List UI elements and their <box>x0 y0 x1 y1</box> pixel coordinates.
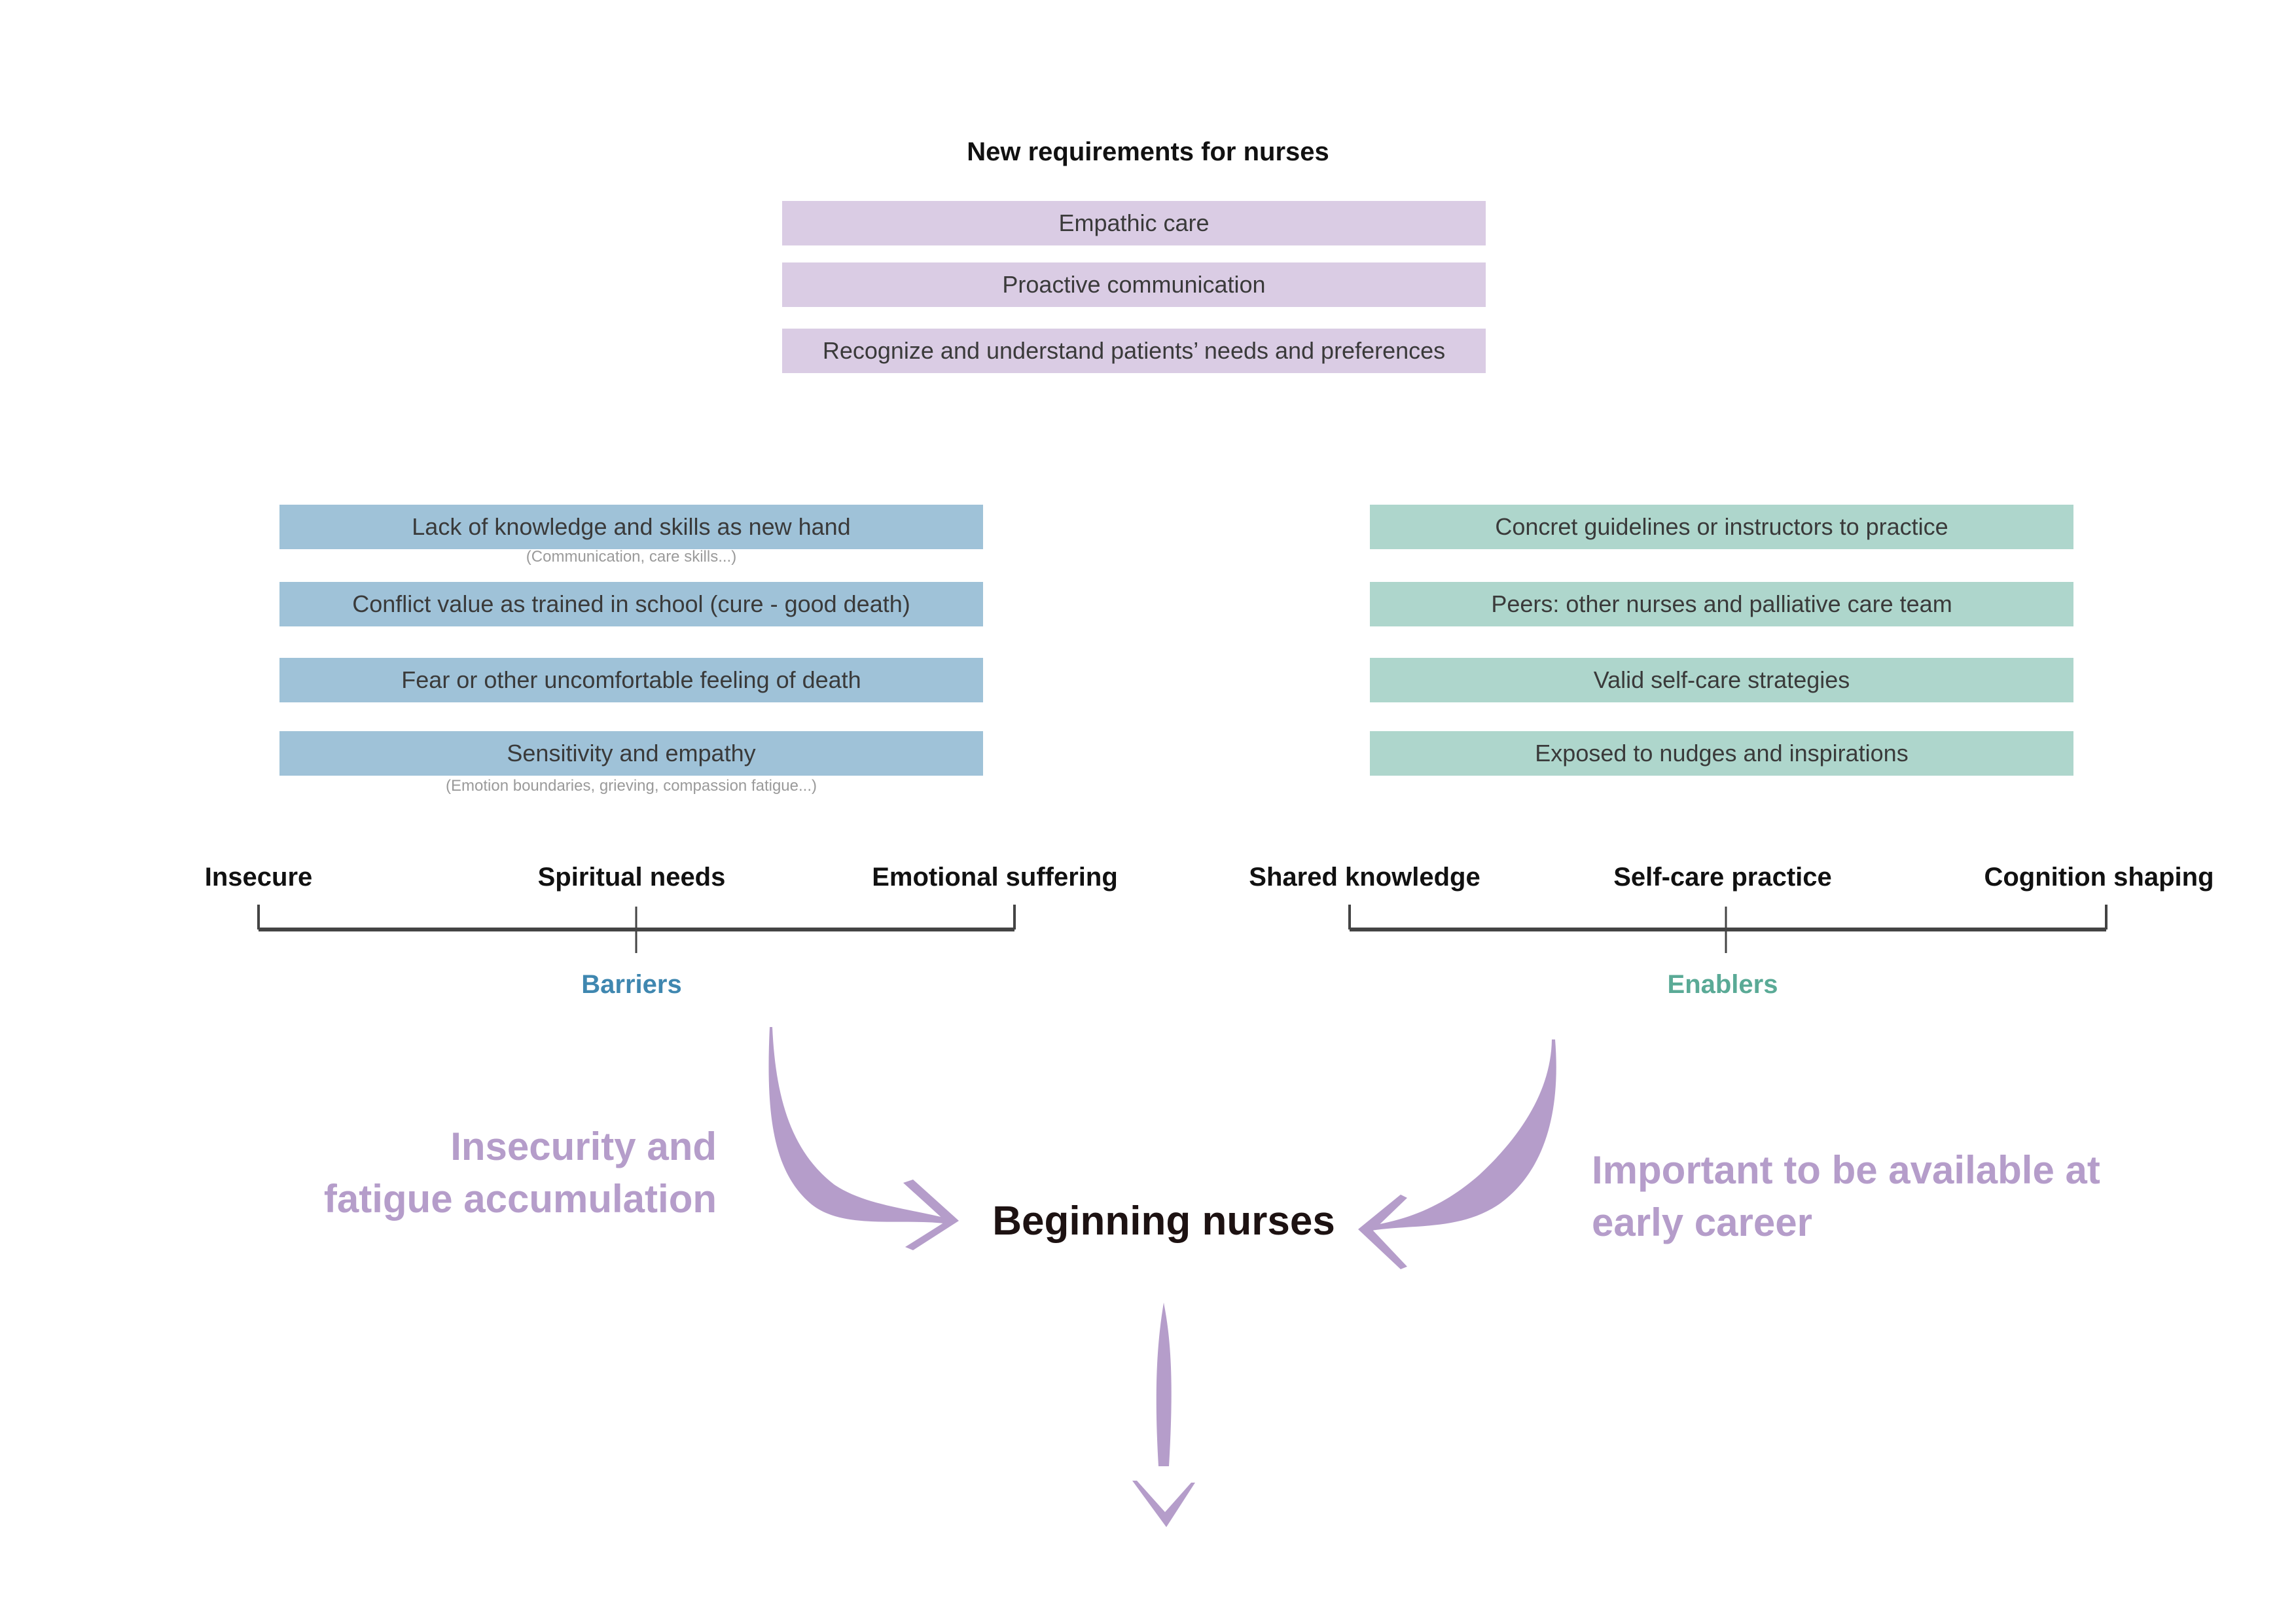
barriers-group-label: Barriers <box>581 970 682 999</box>
barrier-box: Sensitivity and empathy <box>279 731 983 776</box>
barrier-label: Conflict value as trained in school (cur… <box>352 590 910 617</box>
enablers-bracket <box>1348 905 2108 953</box>
enabler-label: Peers: other nurses and palliative care … <box>1491 590 1952 617</box>
right-annotation-line: Important to be available at <box>1592 1148 2100 1192</box>
left-annotation-line: Insecurity and <box>450 1125 717 1168</box>
enabler-label: Concret guidelines or instructors to pra… <box>1495 513 1948 540</box>
barrier-note: (Emotion boundaries, grieving, compassio… <box>446 777 817 795</box>
barrier-category: Emotional suffering <box>872 863 1118 892</box>
right-curved-arrow-icon <box>1358 1039 1556 1269</box>
barriers-bracket <box>257 905 1016 953</box>
enabler-box: Valid self-care strategies <box>1370 658 2073 702</box>
barrier-box: Lack of knowledge and skills as new hand <box>279 505 983 549</box>
enabler-category: Cognition shaping <box>1984 863 2214 892</box>
enablers-group-label: Enablers <box>1667 970 1778 999</box>
left-curved-arrow-icon <box>768 1027 959 1250</box>
enabler-box: Peers: other nurses and palliative care … <box>1370 582 2073 626</box>
barrier-category: Insecure <box>204 863 313 892</box>
enabler-box: Exposed to nudges and inspirations <box>1370 731 2073 776</box>
barrier-label: Lack of knowledge and skills as new hand <box>412 513 851 540</box>
requirement-label: Recognize and understand patients’ needs… <box>822 337 1446 364</box>
barrier-box: Conflict value as trained in school (cur… <box>279 582 983 626</box>
barrier-note: (Communication, care skills...) <box>526 548 737 566</box>
enabler-box: Concret guidelines or instructors to pra… <box>1370 505 2073 549</box>
enabler-category: Self-care practice <box>1613 863 1832 892</box>
requirements-title: New requirements for nurses <box>967 137 1329 166</box>
barrier-label: Fear or other uncomfortable feeling of d… <box>401 666 861 693</box>
barrier-category: Spiritual needs <box>537 863 726 892</box>
beginning-nurses-label: Beginning nurses <box>992 1199 1335 1244</box>
requirement-label: Proactive communication <box>1002 271 1266 298</box>
requirement-box: Empathic care <box>782 201 1486 245</box>
down-arrow-icon <box>1132 1303 1195 1527</box>
right-annotation-line: early career <box>1592 1200 1812 1244</box>
barrier-box: Fear or other uncomfortable feeling of d… <box>279 658 983 702</box>
left-annotation: Insecurity and fatigue accumulation <box>324 1121 717 1225</box>
enabler-category: Shared knowledge <box>1249 863 1480 892</box>
enabler-label: Exposed to nudges and inspirations <box>1535 740 1909 767</box>
requirement-box: Proactive communication <box>782 262 1486 307</box>
requirement-label: Empathic care <box>1058 209 1210 236</box>
right-annotation: Important to be available at early caree… <box>1592 1144 2100 1249</box>
left-annotation-line: fatigue accumulation <box>323 1177 717 1221</box>
barrier-label: Sensitivity and empathy <box>507 740 756 767</box>
requirement-box: Recognize and understand patients’ needs… <box>782 329 1486 373</box>
enabler-label: Valid self-care strategies <box>1593 666 1850 693</box>
